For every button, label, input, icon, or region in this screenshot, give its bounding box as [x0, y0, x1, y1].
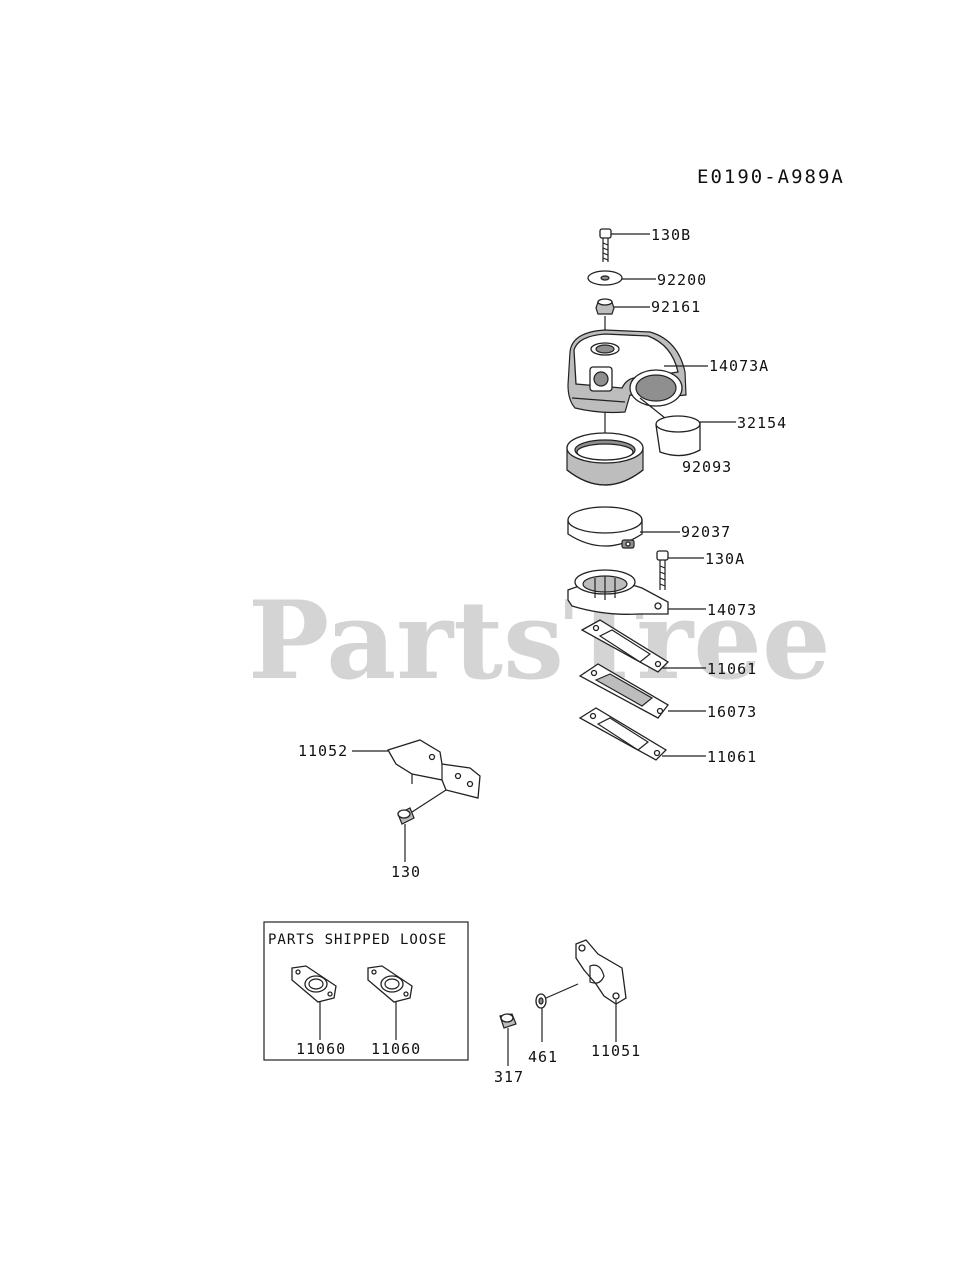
diagram-code: E0190-A989A — [697, 166, 845, 188]
air-cleaner-cover-14073a-part[interactable] — [567, 329, 687, 414]
filter-element-part[interactable] — [566, 432, 644, 486]
bolt-130a-part[interactable] — [656, 550, 669, 590]
washer-461-part[interactable] — [535, 993, 547, 1009]
parts-shipped-loose-title: PARTS SHIPPED LOOSE — [268, 932, 447, 948]
washer-92200-part[interactable] — [587, 270, 623, 286]
bolt-130b-part[interactable] — [599, 228, 612, 262]
label-317: 317 — [494, 1068, 524, 1086]
label-14073: 14073 — [707, 601, 757, 619]
label-14073a: 14073A — [709, 357, 769, 375]
air-cleaner-base-14073-part[interactable] — [567, 569, 669, 615]
bracket-11051-part[interactable] — [575, 939, 627, 1005]
label-16073: 16073 — [707, 703, 757, 721]
label-92037: 92037 — [681, 523, 731, 541]
label-32154: 32154 — [737, 414, 787, 432]
parts-shipped-loose-box — [263, 921, 469, 1061]
nut-92161-part[interactable] — [595, 298, 615, 315]
watermark: PartsTree — [248, 578, 831, 704]
band-clamp-92037-part[interactable] — [567, 506, 643, 549]
label-461: 461 — [528, 1048, 558, 1066]
gasket-11061-top-part[interactable] — [580, 619, 670, 673]
label-11060-right: 11060 — [371, 1040, 421, 1058]
nut-317-part[interactable] — [499, 1013, 517, 1029]
label-92093: 92093 — [682, 458, 732, 476]
gasket-11060-right-part[interactable] — [367, 965, 413, 1003]
bolt-130-part[interactable] — [397, 807, 415, 825]
label-11052: 11052 — [298, 742, 348, 760]
label-11060-left: 11060 — [296, 1040, 346, 1058]
label-11061-top: 11061 — [707, 660, 757, 678]
pipe-32154-part[interactable] — [655, 415, 701, 457]
label-130: 130 — [391, 863, 421, 881]
gasket-11061-bottom-part[interactable] — [578, 707, 668, 761]
label-92161: 92161 — [651, 298, 701, 316]
label-92200: 92200 — [657, 271, 707, 289]
gasket-11060-left-part[interactable] — [291, 965, 337, 1003]
label-11061-bottom: 11061 — [707, 748, 757, 766]
label-130b: 130B — [651, 226, 691, 244]
label-130a: 130A — [705, 550, 745, 568]
label-11051: 11051 — [591, 1042, 641, 1060]
bracket-11052-part[interactable] — [387, 739, 481, 799]
insulator-16073-part[interactable] — [578, 663, 669, 719]
